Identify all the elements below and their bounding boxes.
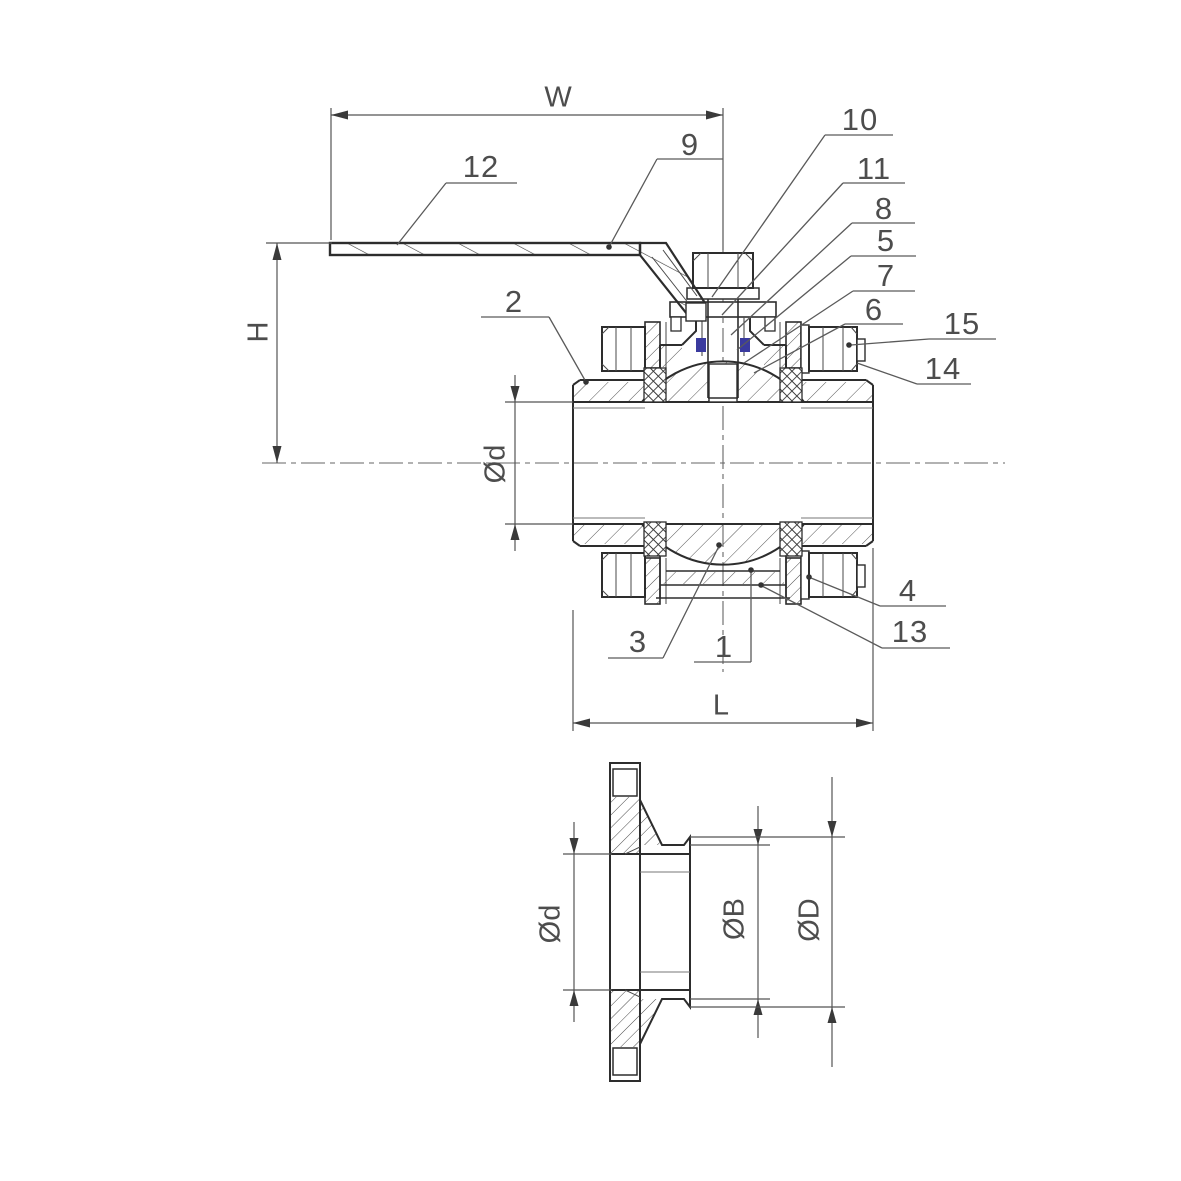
part-label-10: 10 xyxy=(841,102,879,137)
dim-label-w: W xyxy=(544,81,572,114)
stem-seal-left xyxy=(696,338,706,352)
part-label-7: 7 xyxy=(876,258,896,293)
part-label-11: 11 xyxy=(856,151,892,186)
part-label-14: 14 xyxy=(924,351,962,386)
part-label-9: 9 xyxy=(680,127,700,162)
part-label-3: 3 xyxy=(628,624,648,659)
dim-label-bore-main: Ød xyxy=(479,444,512,484)
part-label-2: 2 xyxy=(504,284,524,319)
part-label-5: 5 xyxy=(876,223,896,258)
part-label-13: 13 xyxy=(891,614,929,649)
dim-label-bore-flange: Ød xyxy=(534,904,567,944)
part-label-12: 12 xyxy=(462,149,500,184)
part-label-15: 15 xyxy=(943,306,981,341)
dim-label-l: L xyxy=(712,689,730,722)
part-label-6: 6 xyxy=(864,292,884,327)
part-label-1: 1 xyxy=(714,629,734,664)
dim-label-flange-diameter: ØD xyxy=(793,898,826,942)
part-label-4: 4 xyxy=(898,573,918,608)
dim-label-body-diameter: ØB xyxy=(718,898,751,940)
dim-label-h: H xyxy=(242,321,275,343)
stem-seal-right xyxy=(740,338,750,352)
part-label-8: 8 xyxy=(874,191,894,226)
